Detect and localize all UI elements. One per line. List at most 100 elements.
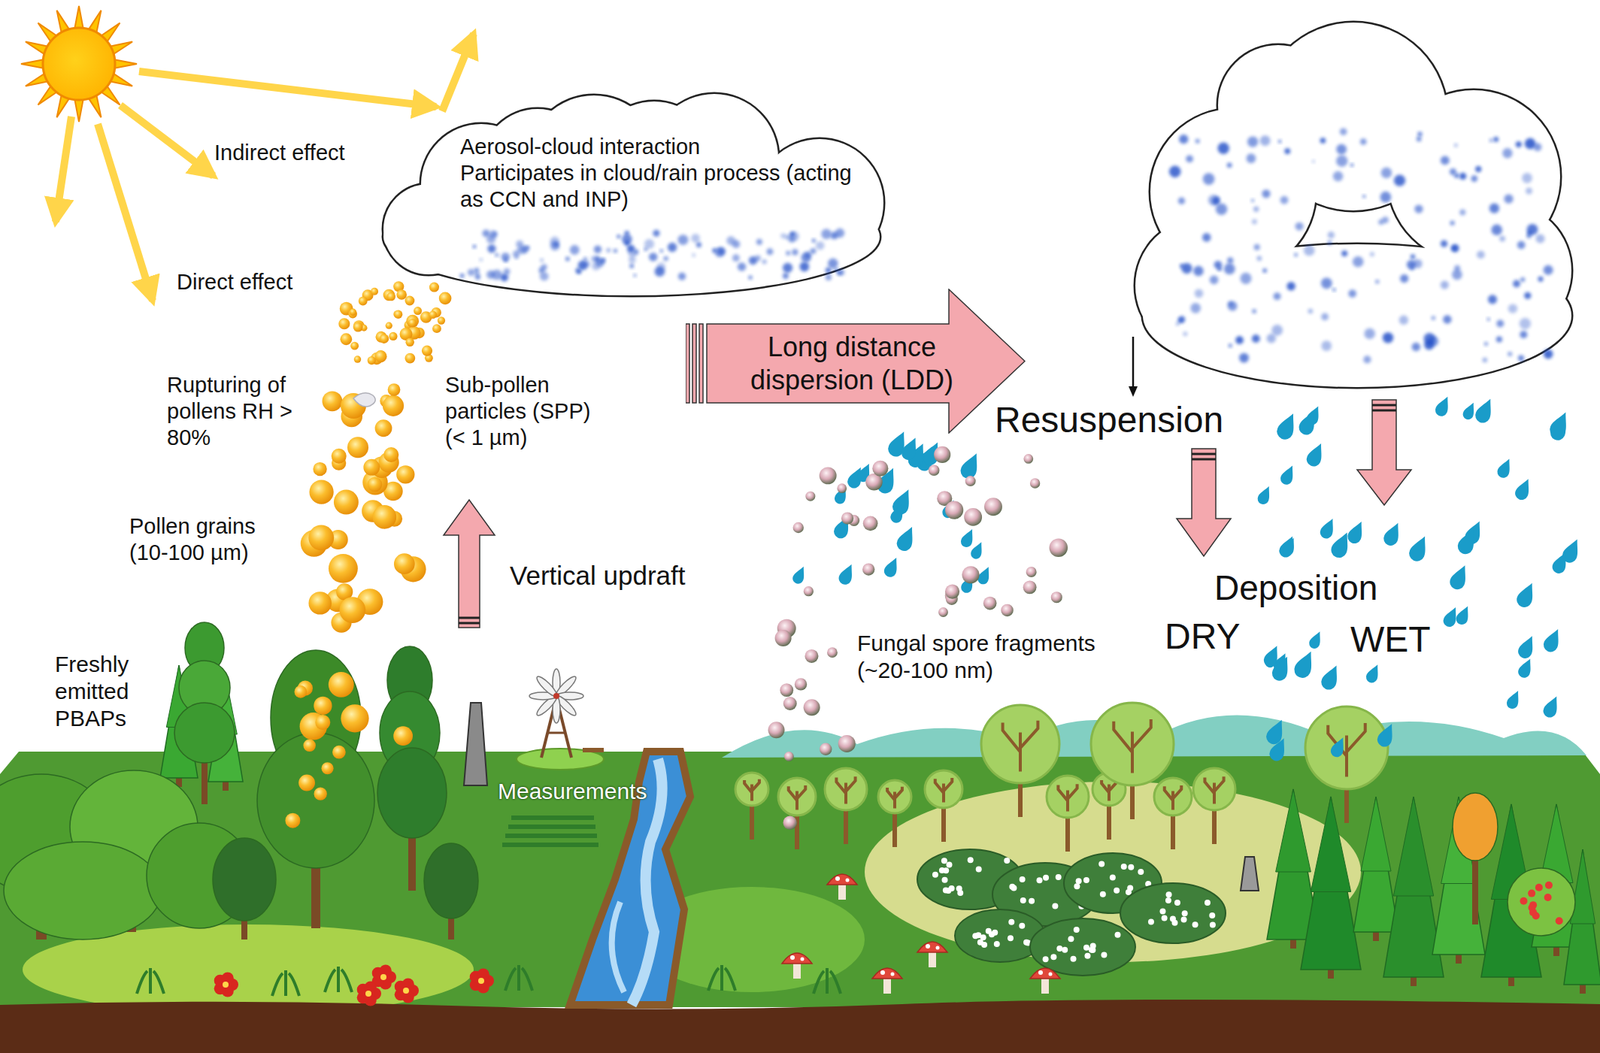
updraft-arrow [458,622,480,625]
rain-drop [1278,463,1298,487]
tree-crown [924,770,963,809]
spore-fragment [838,735,856,753]
rain-drop [1263,648,1281,670]
spore-fragment [803,699,821,716]
cloud-droplet [696,242,702,248]
deposition-arrows [1191,458,1216,461]
spore-fragment [945,584,960,599]
rain-drop [1261,643,1283,670]
cloud-droplet [1214,196,1221,203]
rain-drop [1363,662,1383,685]
spore-fragment [819,742,832,755]
spore-fragment [862,563,875,576]
flower-center [403,987,410,994]
flower-center [365,990,372,997]
pollen-grain [294,685,308,699]
pollen-grain [321,762,334,775]
rain-drop [1516,656,1537,680]
cloud-droplet [1482,357,1488,364]
cloud-fill [755,139,884,267]
cloud-droplet [1512,280,1521,288]
hedge-flower [975,932,982,939]
pollen-grain [303,739,316,752]
rain-drop [1550,550,1572,576]
rain-drop [1454,526,1481,558]
rain-drop [1304,440,1328,470]
rain-drop [1328,735,1349,760]
cloud-droplet [667,242,677,252]
sun-rays [120,105,214,176]
hedge-flower [1127,864,1134,871]
cloud-droplet [780,233,786,239]
cloud-droplet [1327,240,1332,246]
spore-fragment [836,483,847,494]
cloud-droplet [1525,187,1533,194]
cloud-droplet [732,254,740,262]
mushroom-spot [835,876,840,882]
rain-drop [1274,410,1301,443]
spore-fragment [863,516,879,532]
spore-fragment [983,596,997,611]
rain-drop [1345,518,1368,546]
cloud-droplet [616,234,621,239]
spore-fragment [933,446,951,464]
cloud-droplet [472,245,477,249]
cloud-droplet [583,257,588,261]
cloud-droplet [1227,301,1234,307]
cloud-droplet [1286,281,1295,291]
cloud-droplet [1375,279,1379,284]
deposition-arrows [1176,448,1231,557]
tree-fruit [1519,897,1528,906]
cloud-droplet [1257,256,1263,262]
spore-fragment [779,683,794,697]
conifer-tree [1353,796,1399,933]
pollen-grain [308,591,331,615]
pollen-grain [437,316,446,325]
flower-petal [364,981,377,994]
cloud-droplet [1178,317,1185,324]
pollen-grain [413,306,422,316]
pollen-grain [396,465,415,484]
cloud-droplet [590,255,597,262]
pollen-grain [374,350,387,363]
pollen-grain [382,395,404,417]
cloud-droplet [1217,266,1222,271]
cloud-droplet [1519,318,1531,330]
cloud-droplet [539,258,544,263]
tree-crown [257,733,375,869]
cloud-droplet [1251,199,1255,203]
hedge-flower [1003,857,1010,864]
tree-crown [1090,703,1174,786]
label-holder: Measurements [497,778,647,806]
pollen-grain [393,553,416,575]
cloud-droplet [1489,203,1500,213]
cloud-droplet [1412,342,1422,352]
pollen-grain [404,353,416,364]
windmill [582,748,604,753]
rain-drop [1472,396,1497,426]
cloud-droplet [1321,340,1332,352]
cloud-droplet [1526,233,1531,239]
cloud-droplet [712,248,717,253]
pollen-grain [298,775,316,792]
cloud-droplet [782,272,789,279]
label-holder: DRY [1164,615,1240,659]
cloud-droplet [1475,166,1482,173]
rain-drop [836,561,858,587]
ruptured-pollen [353,393,376,407]
hedge-flower [1042,956,1049,963]
pollen-grain [328,554,358,584]
river [612,902,625,993]
arrow-tail-stripe [685,324,690,404]
tree-branches [1327,723,1366,778]
cloud-droplet [1487,318,1491,322]
hedge-flower [1051,903,1058,910]
cloud-droplet [1203,172,1216,185]
spore-fragment [827,647,838,658]
mushroom-cap [827,874,858,885]
tree-branches [887,787,903,810]
hedge-flower [1127,884,1134,891]
hedge-flower [941,857,948,864]
arrow-node: Long distance dispersion (LDD) [685,288,1026,434]
cloud-droplet [824,274,832,282]
